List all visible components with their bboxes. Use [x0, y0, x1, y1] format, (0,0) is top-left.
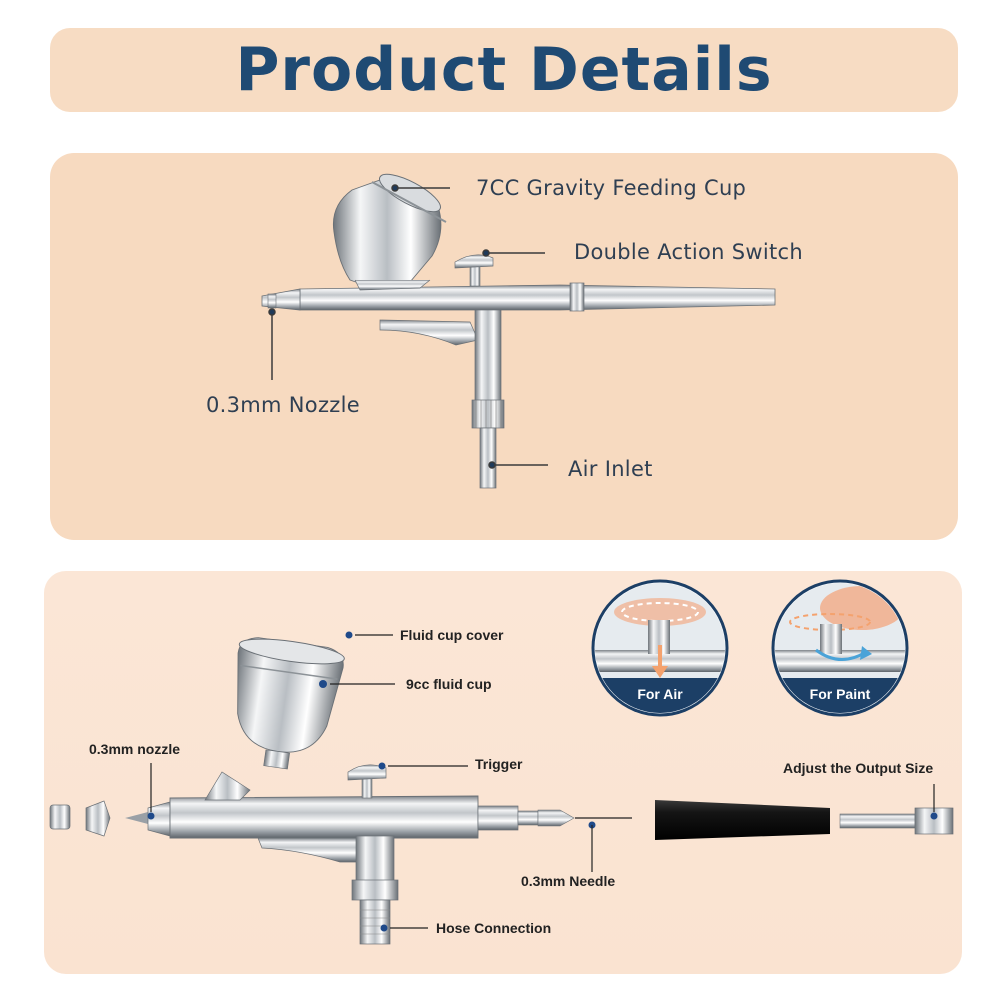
label-double-action-switch: Double Action Switch	[574, 240, 803, 264]
top-callouts	[268, 184, 548, 469]
label-adjust-output: Adjust the Output Size	[783, 760, 934, 776]
page-title: Product Details	[235, 35, 773, 105]
top-airbrush	[261, 173, 776, 489]
label-fluid-cup-cover: Fluid cup cover	[400, 627, 504, 643]
bottom-callouts	[147, 631, 938, 932]
for-air-badge	[591, 579, 729, 717]
top-panel	[50, 153, 958, 540]
title-banner: Product Details	[50, 28, 958, 112]
bottom-airbrush	[49, 637, 954, 945]
label-trigger: Trigger	[475, 756, 523, 772]
label-nozzle-top: 0.3mm Nozzle	[206, 393, 360, 417]
label-gravity-cup: 7CC Gravity Feeding Cup	[476, 176, 747, 200]
label-nozzle-bottom: 0.3mm nozzle	[89, 741, 181, 757]
label-fluid-cup: 9cc fluid cup	[406, 676, 492, 692]
badge-for-air-text: For Air	[637, 686, 683, 702]
badge-for-paint-text: For Paint	[809, 686, 871, 702]
label-needle: 0.3mm Needle	[521, 873, 616, 889]
for-paint-badge	[771, 579, 909, 717]
label-air-inlet: Air Inlet	[568, 457, 653, 481]
label-hose-connection: Hose Connection	[436, 920, 552, 936]
